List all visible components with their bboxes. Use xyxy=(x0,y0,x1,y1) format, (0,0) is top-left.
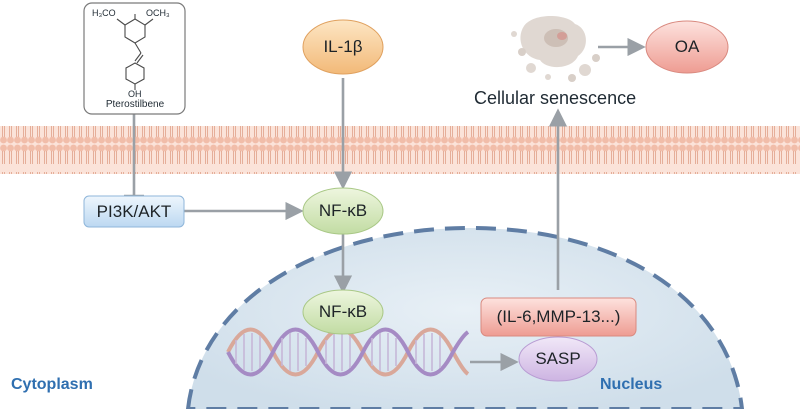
cellular-senescence-label: Cellular senescence xyxy=(474,88,637,108)
cytoplasm-label: Cytoplasm xyxy=(11,376,93,393)
nfkb-cyto-node-shape xyxy=(302,187,384,235)
sasp-node-shape xyxy=(518,336,598,382)
substituent-right-label: OCH₃ xyxy=(146,8,170,18)
nfkb-cytoplasm-node: NF-κB xyxy=(318,201,368,220)
nfkb-nucleus-node: NF-κB xyxy=(318,302,368,321)
il1b-node: IL-1β xyxy=(323,37,363,56)
compound-name-label: Pterostilbene xyxy=(105,99,165,110)
nfkb-nuc-node-shape xyxy=(302,289,384,335)
senescent-cell-illustration xyxy=(511,16,600,82)
pathway-arrows xyxy=(124,37,646,372)
cell-membrane xyxy=(0,126,800,174)
pterostilbene-box xyxy=(83,2,186,115)
nucleus-label: Nucleus xyxy=(600,376,663,393)
substituent-bottom-label: OH xyxy=(128,89,142,99)
sasp-factors-node: (IL-6,MMP-13...) xyxy=(496,307,621,326)
substituent-left-label: H₃CO xyxy=(92,8,116,18)
sasp-factors-node-shape xyxy=(480,297,637,337)
pterostilbene-structure xyxy=(116,14,154,90)
pi3k-akt-node: PI3K/AKT xyxy=(96,201,172,221)
oa-node-shape xyxy=(645,20,729,74)
sasp-node: SASP xyxy=(535,349,581,368)
oa-node: OA xyxy=(674,37,700,56)
il1b-node-shape xyxy=(302,19,384,75)
dna-helix xyxy=(226,327,470,377)
pi3k-node-shape xyxy=(83,195,185,228)
